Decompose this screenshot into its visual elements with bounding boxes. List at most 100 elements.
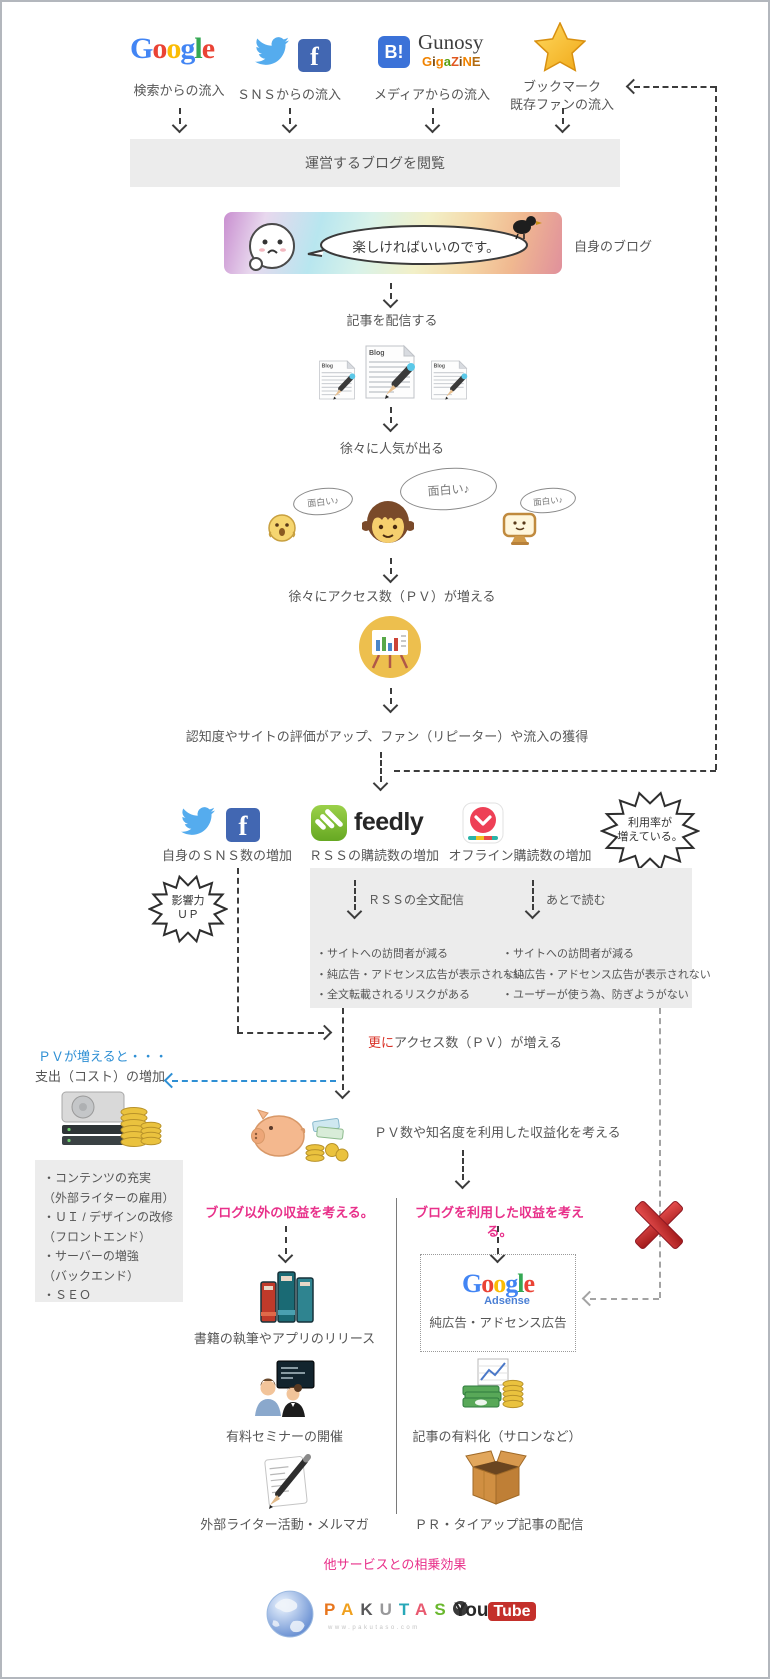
list-item: ・サイトへの訪問者が減る <box>316 948 448 960</box>
bookmark-star-icon <box>534 22 586 72</box>
sns-grow-label: 自身のＳＮＳ数の増加 <box>161 848 292 863</box>
list-item: ・ＳＥＯ <box>43 1288 92 1302</box>
facebook-icon: f <box>298 39 331 72</box>
globe-icon <box>266 1590 314 1638</box>
arrowhead-down <box>382 567 399 584</box>
arrowhead-down <box>334 1083 351 1100</box>
list-item: ・サーバーの増強 <box>43 1249 139 1263</box>
connector-line-blue <box>172 1080 336 1082</box>
pr-label: ＰＲ・タイアップ記事の配信 <box>414 1517 584 1532</box>
list-item: ・純広告・アドセンス広告が表示されない <box>316 968 525 981</box>
youtube-tube-badge: Tube <box>488 1602 536 1621</box>
list-item: ・ＵＩ / デザインの改修 <box>43 1210 174 1224</box>
arrowhead-left <box>163 1072 180 1089</box>
connector-line <box>659 1008 661 1298</box>
analytics-chart-icon <box>359 616 421 678</box>
arrowhead-down <box>554 117 571 134</box>
rss-risk-list: ・サイトへの訪問者が減る ・純広告・アドセンス広告が表示されない ・全文転載され… <box>316 944 525 1006</box>
monetize-label: ＰＶ数や知名度を利用した収益化を考える <box>374 1125 621 1140</box>
arrowhead-down <box>372 775 389 792</box>
list-item: ・純広告・アドセンス広告が表示されない <box>502 968 711 981</box>
adsense-label: 純広告・アドセンス広告 <box>429 1316 567 1330</box>
pv-grow-cost-label: ＰＶが増えると・・・ <box>38 1049 168 1064</box>
source-label-media: メディアからの流入 <box>373 87 491 102</box>
pakutaso-o-icon <box>452 1601 468 1616</box>
girl-fan-icon <box>362 501 414 543</box>
gigazine-logo: GigaZiNE <box>422 54 481 69</box>
paid-article-label: 記事の有料化（サロンなど） <box>412 1429 582 1444</box>
cost-grow-label: 支出（コスト）の増加 <box>35 1069 166 1084</box>
google-logo: Google <box>130 32 215 65</box>
twitter-icon <box>255 37 289 65</box>
read-later-label: あとで読む <box>546 893 606 907</box>
column-divider <box>396 1198 397 1514</box>
usage-rate-burst-bubble: 利用率が 増えている。 <box>599 790 701 872</box>
rss-grow-label: ＲＳＳの購読数の増加 <box>308 848 439 863</box>
piggy-bank-icon <box>251 1109 349 1162</box>
books-icon <box>260 1271 314 1323</box>
blog-mascot-illustration <box>249 216 542 271</box>
arrowhead-left <box>581 1290 598 1307</box>
pakutaso-url: www.pakutaso.com <box>328 1625 420 1631</box>
offline-risk-list: ・サイトへの訪問者が減る ・純広告・アドセンス広告が表示されない ・ユーザーが使… <box>502 944 711 1006</box>
connector-line <box>715 86 717 770</box>
connector-line <box>634 86 716 88</box>
connector-line <box>237 868 239 1032</box>
adsense-box: Google Adsense 純広告・アドセンス広告 <box>420 1254 576 1352</box>
open-box-icon <box>465 1450 527 1505</box>
arrowhead-right <box>316 1024 333 1041</box>
paid-article-icon <box>462 1358 524 1409</box>
burst-shape <box>599 791 701 871</box>
flow-arrow <box>390 558 392 574</box>
arrowhead-down <box>281 117 298 134</box>
seminar-label: 有料セミナーの開催 <box>225 1429 343 1444</box>
flow-arrow <box>462 1150 464 1180</box>
synergy-label: 他サービスとの相乗効果 <box>323 1557 467 1572</box>
flow-arrow <box>342 1008 344 1090</box>
server-cost-icon <box>61 1091 162 1147</box>
list-item: （フロントエンド） <box>43 1229 152 1244</box>
connector-line <box>237 1032 324 1034</box>
connector-line <box>590 1298 659 1300</box>
google-adsense-logo: Google <box>461 1269 535 1298</box>
list-item: ・全文転載されるリスクがある <box>316 989 470 1001</box>
recognition-label: 認知度やサイトの評価がアップ、ファン（リピーター）や流入の獲得 <box>185 729 589 744</box>
own-blog-label: 自身のブログ <box>574 239 653 254</box>
flow-arrow <box>289 108 291 124</box>
cost-items-panel: ・コンテンツの充実 （外部ライターの雇用） ・ＵＩ / デザインの改修 （フロン… <box>35 1160 183 1302</box>
flow-arrow <box>285 1226 287 1254</box>
flow-arrow <box>179 108 181 124</box>
twitter-icon <box>181 807 215 835</box>
blog-speech-bubble-text: 楽しければいいのです。 <box>352 240 500 255</box>
popular-label: 徐々に人気が出る <box>339 441 444 456</box>
books-label: 書籍の執筆やアプリのリリース <box>193 1331 376 1346</box>
flow-arrow <box>390 407 392 423</box>
arrowhead-down <box>382 416 399 433</box>
view-blog-banner: 運営するブログを閲覧 <box>130 139 620 187</box>
gunosy-logo: Gunosy <box>418 30 484 54</box>
flow-arrow <box>390 283 392 299</box>
more-access-label: 更にアクセス数（ＰＶ）が増える <box>368 1035 562 1050</box>
list-item: ・コンテンツの充実 <box>43 1171 152 1185</box>
arrowhead-down <box>424 117 441 134</box>
offline-grow-label: オフライン購読数の増加 <box>448 848 592 863</box>
pakutaso-logo: PAKUTAS <box>324 1600 468 1620</box>
notepad-pencil-icon <box>264 1454 311 1509</box>
svg-text:Blog: Blog <box>434 364 445 370</box>
flow-arrow <box>432 108 434 124</box>
feedly-logo-text: feedly <box>354 808 424 836</box>
flow-arrow <box>354 880 356 910</box>
arrowhead-left <box>625 78 642 95</box>
chick-fan-icon <box>268 514 296 542</box>
feedly-icon <box>311 805 347 841</box>
flow-arrow <box>380 752 382 782</box>
seminar-icon <box>255 1360 315 1417</box>
source-label-bookmark: ブックマーク 既存ファンの流入 <box>509 79 614 112</box>
arrowhead-down <box>382 292 399 309</box>
header-nonblog-revenue: ブログ以外の収益を考える。 <box>205 1205 374 1220</box>
facebook-icon: f <box>226 808 260 842</box>
arrowhead-down <box>454 1173 471 1190</box>
header-blog-revenue: ブログを利用した収益を考える。 <box>414 1205 584 1239</box>
